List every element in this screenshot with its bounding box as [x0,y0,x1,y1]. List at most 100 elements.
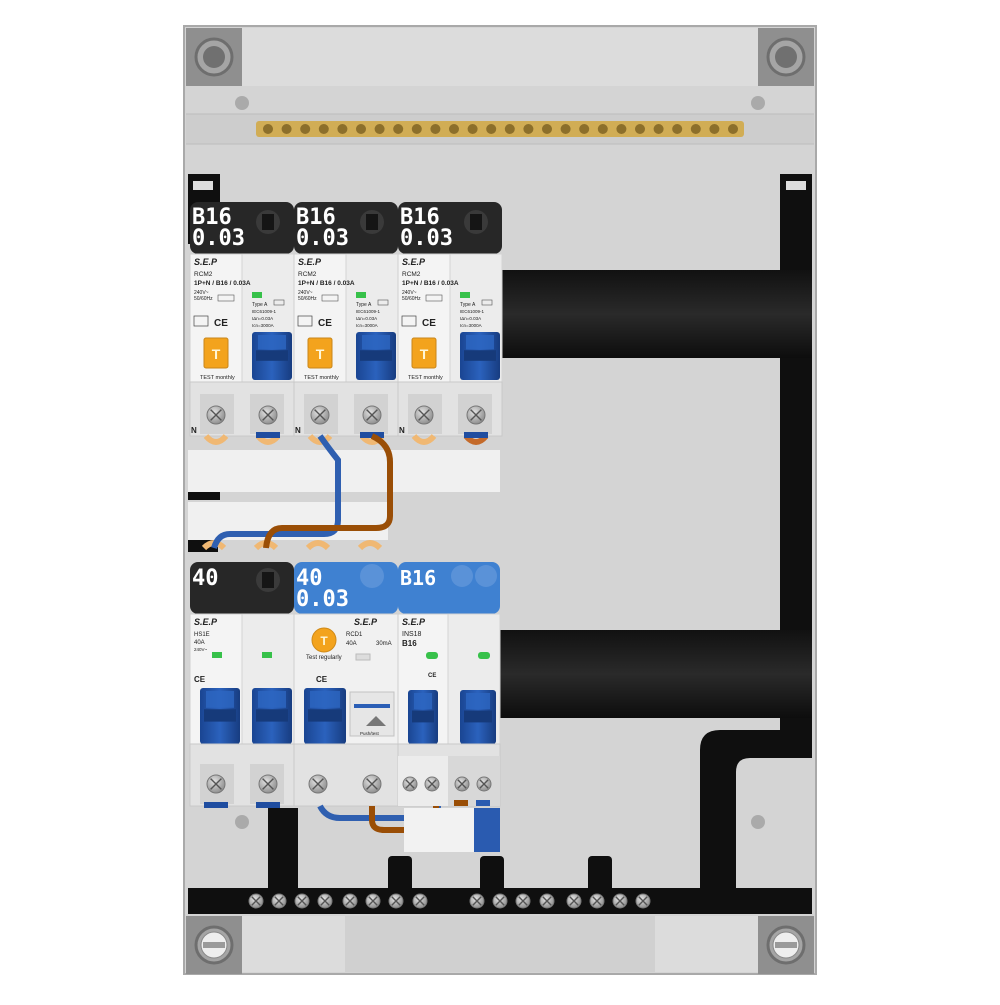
test-icon: T [316,346,325,362]
toggle-handle[interactable] [408,690,438,744]
toggle-handle[interactable] [304,688,346,744]
standard-label: IEC61009-1 [460,309,485,314]
busbar-hole [318,124,329,134]
busbar-hole [300,124,311,134]
busbar-hole [690,124,701,134]
busbar-hole [449,124,459,134]
model-label: RCD1 [346,632,363,638]
neutral-label: N [399,426,405,435]
status-indicator [478,652,490,659]
push-arrow-icon [366,716,386,726]
rating-label: B16 [192,205,232,230]
brand-label: S.E.P [298,257,322,267]
sensitivity-label: 0.03 [400,226,453,251]
busbar-hole [393,124,404,134]
toggle-handle[interactable] [356,332,396,380]
voltage-label: 240V~ [402,290,417,296]
terminal-screw-icon [248,893,264,909]
wiring [211,433,500,852]
toggle-handle[interactable] [252,332,292,380]
certification-icon [401,315,417,327]
busbar-hole [709,124,720,134]
corner-mount-icon [758,916,814,974]
brand-label: S.E.P [354,617,378,627]
busbar-hole [616,124,627,134]
terminal-screw-icon [310,405,330,425]
spec-label: 1P+N / B16 / 0.03A [298,280,355,287]
status-indicator [252,292,262,298]
toggle-handle[interactable] [460,690,496,744]
busbar-hole [356,124,366,134]
busbar-hole [430,124,441,134]
busbar-hole [579,124,590,134]
rating-label: 40 [192,566,219,591]
rating-label: B16 [296,205,336,230]
status-indicator [460,292,470,298]
test-button[interactable]: T [411,337,437,369]
corner-mount-icon [186,916,242,974]
status-indicator [356,292,366,298]
neutral-bar [188,730,812,914]
ce-mark-icon: CE [194,675,206,684]
idn-label: IΔn=0.03A [356,316,377,321]
status-indicator [262,652,272,658]
cover-bottom-center [345,916,655,972]
icn-label: Icn=3000A [460,323,482,328]
sensitivity-label: 0.03 [192,226,245,251]
neutral-label: N [295,426,301,435]
ce-mark-icon: CE [318,318,332,329]
terminal-screw-icon [271,893,287,909]
current-label: 40A [346,641,357,647]
terminal-screw-icon [362,405,382,425]
toggle-handle[interactable] [252,688,292,744]
side-bar-left-tab [193,181,213,190]
test-button[interactable]: T [203,337,229,369]
status-indicator [426,652,438,659]
cover-top [240,28,760,86]
terminal-screw-icon [469,893,485,909]
sensitivity-label: 0.03 [296,226,349,251]
curve-label: B16 [402,639,417,648]
brown-wire [263,433,393,549]
busbar-hole [542,124,552,134]
spec-label: 1P+N / B16 / 0.03A [402,280,459,287]
rating-label: 40 [296,566,323,591]
model-label: RCM2 [298,271,317,278]
push-label: Push/test [360,731,380,736]
panel-screw-icon [751,815,765,829]
terminal-screw-icon [317,893,333,909]
terminal-screw-icon [515,893,531,909]
test-button[interactable]: T [307,337,333,369]
terminal-screw-icon [342,893,358,909]
model-label: HS1E [194,632,210,638]
ce-mark-icon: CE [316,675,328,684]
panel-screw-icon [235,96,249,110]
terminal-screw-icon [206,405,226,425]
busbar-hole [411,124,422,134]
brand-label: S.E.P [402,257,426,267]
icn-label: Icn=3000A [356,323,378,328]
voltage-label: 240V~ [298,290,313,296]
din-rail-bottom [500,630,812,718]
side-bar-tab [786,181,806,190]
ce-mark-icon: CE [214,318,228,329]
terminal-screw-icon [362,774,382,794]
busbar-hole [560,124,571,134]
test-icon: T [420,346,429,362]
type-label: Type A [356,302,372,308]
brand-label: S.E.P [194,617,218,627]
test-label: TEST monthly [408,375,443,381]
test-button[interactable]: T [311,627,337,653]
terminal-screw-icon [466,405,486,425]
toggle-handle[interactable] [200,688,240,744]
standard-label: IEC61009-1 [252,309,277,314]
busbar-hole [374,124,385,134]
corner-mounts [186,28,814,974]
terminal-screw-icon [589,893,605,909]
certification-icon [193,315,209,327]
rating-label: B16 [400,205,440,230]
toggle-handle[interactable] [460,332,500,380]
terminal-screw-icon [454,776,470,792]
